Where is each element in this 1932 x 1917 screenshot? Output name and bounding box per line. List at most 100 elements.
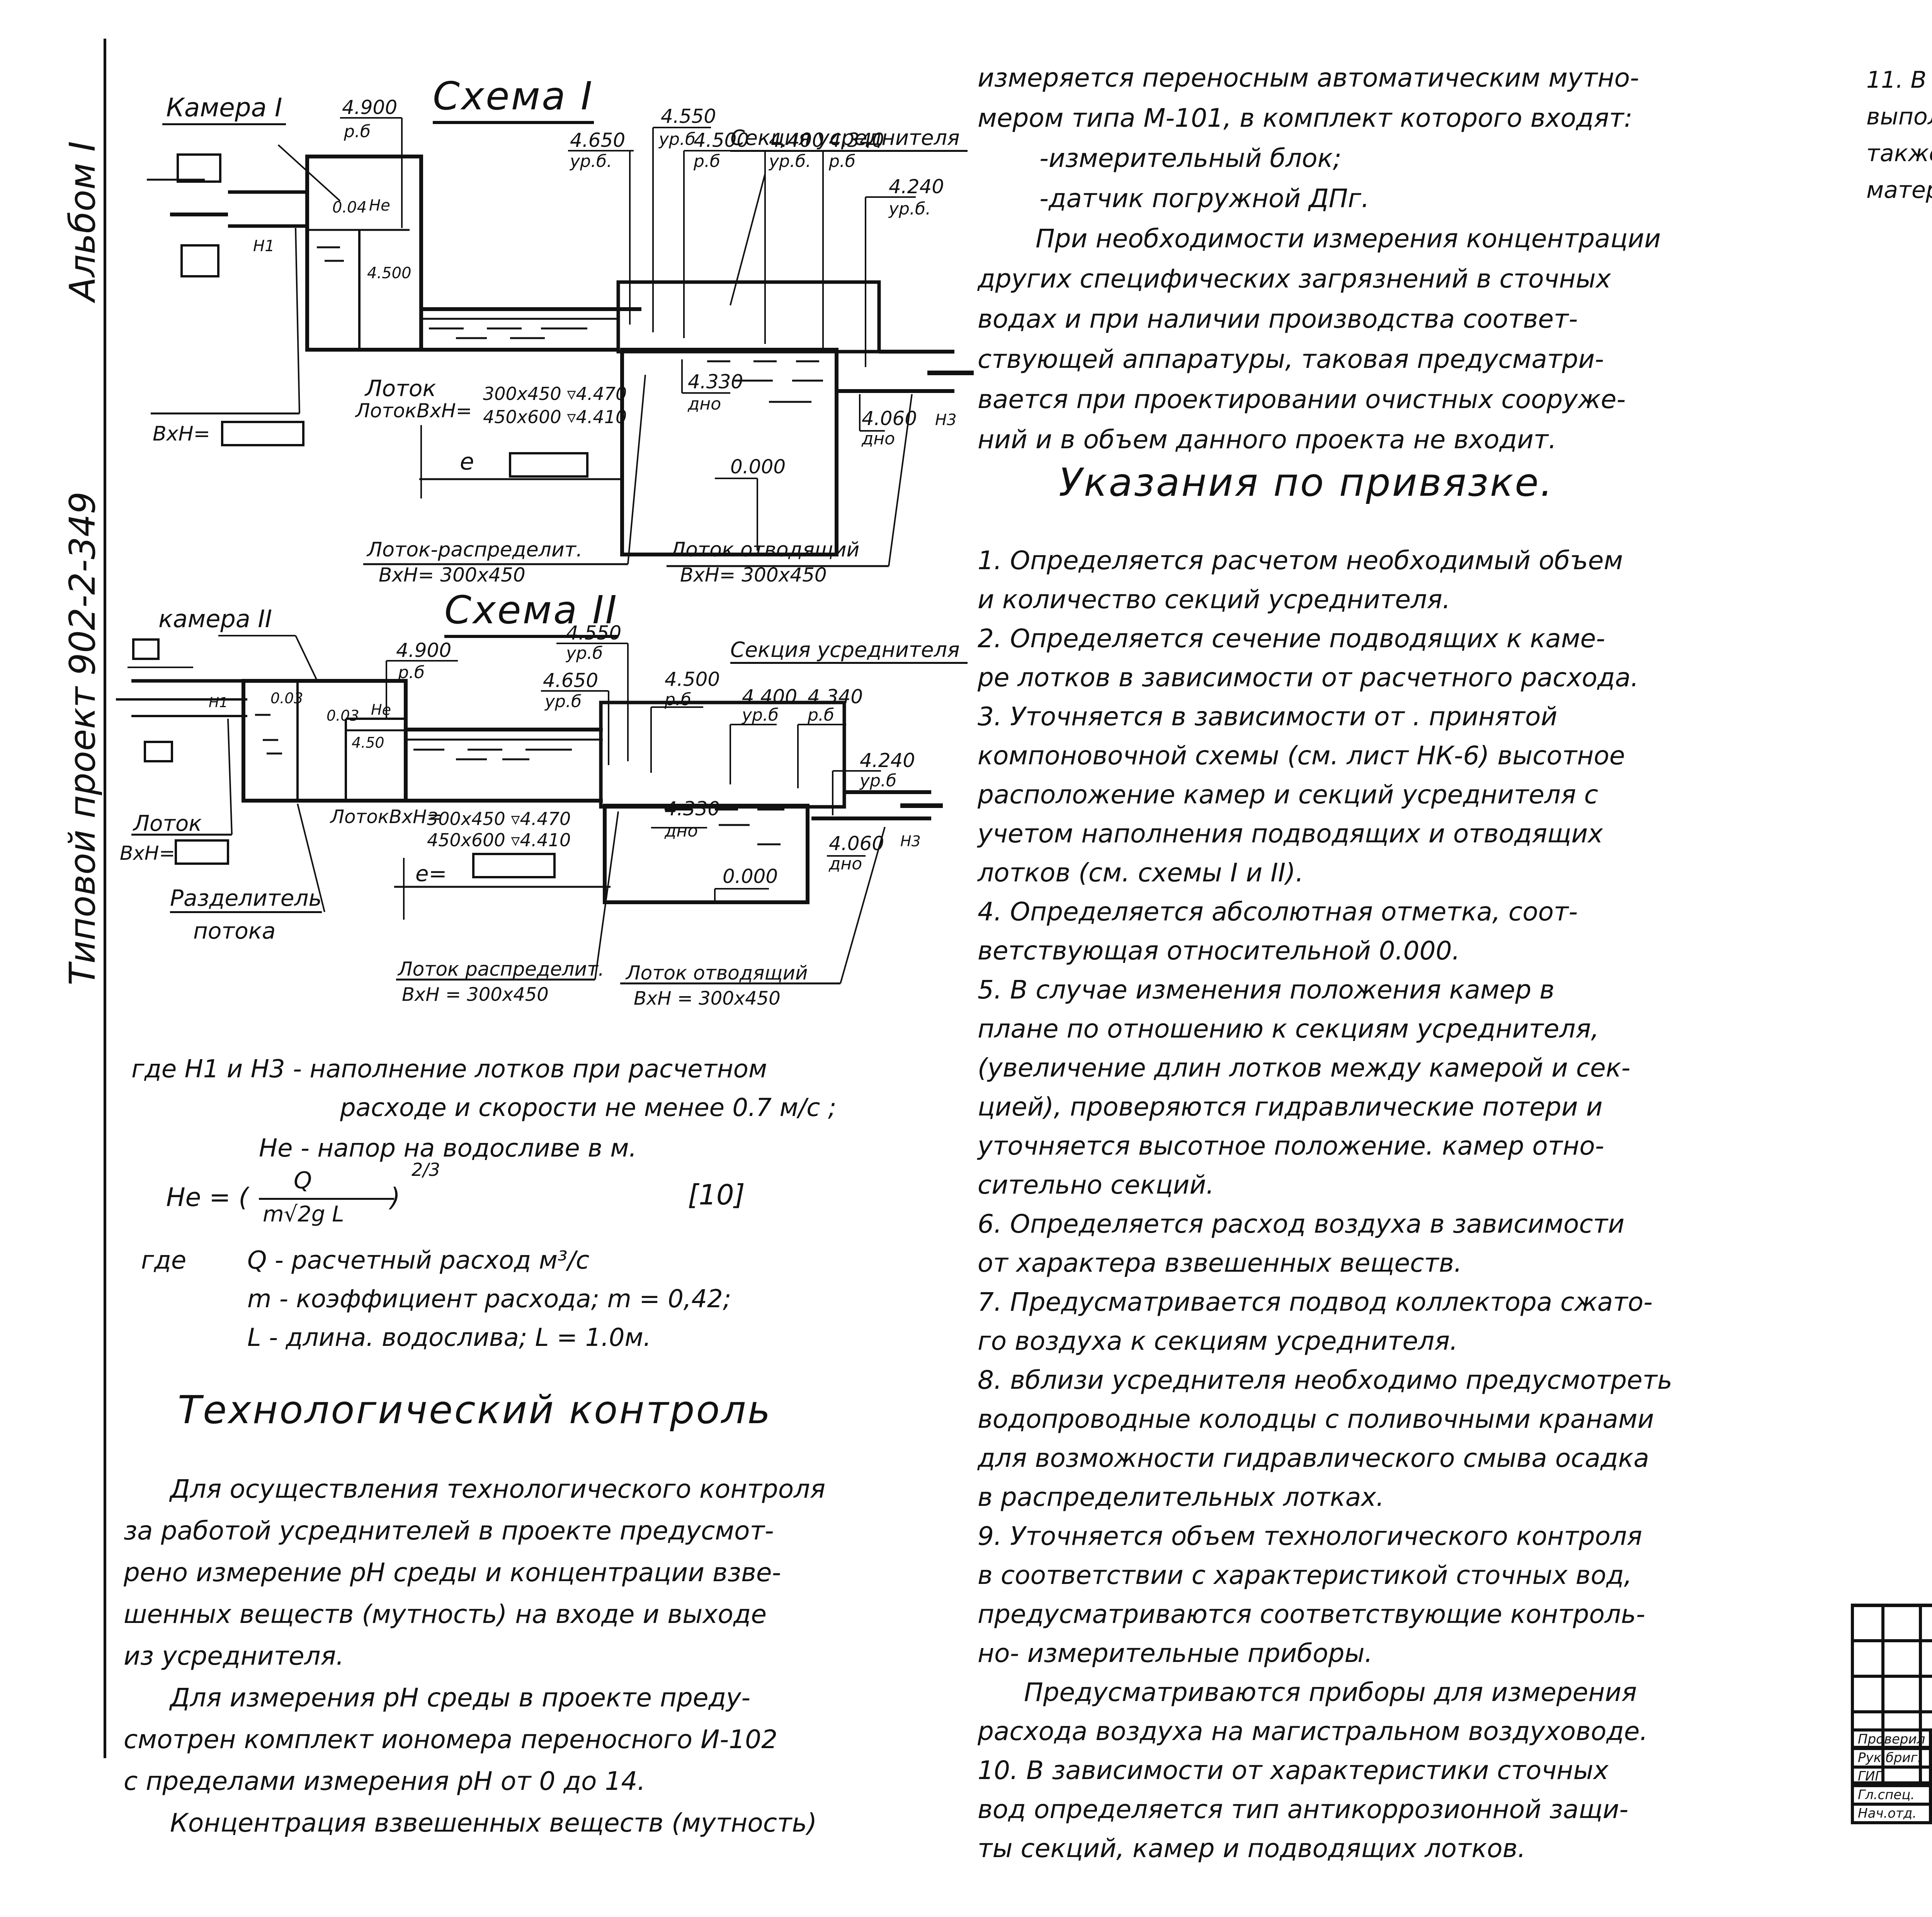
instruction-line: 8. вблизи усреднителя необходимо предусм… [978,1365,1673,1395]
formula-exponent: 2/3 [412,1159,440,1180]
formula-line-1: где Н1 и Н3 - наполнение лотков при расч… [131,1055,767,1084]
formula-rhs: ) [390,1182,400,1212]
formula-lhs: Не = ( [166,1182,249,1212]
scheme-2-divider-label-2: потока [193,918,276,944]
tech-control-text: Для осуществления технологического контр… [124,1468,825,1844]
middle-intro-line: -датчик погружной ДПг. [1039,184,1369,213]
svg-text:4.550: 4.550 [566,622,621,644]
svg-text:р.б: р.б [693,151,720,171]
svg-text:ВхН=: ВхН= [120,842,175,864]
svg-text:4.330: 4.330 [665,798,720,820]
instruction-line: цией), проверяются гидравлические потери… [978,1092,1603,1122]
middle-intro: измеряется переносным автоматическим мут… [978,58,1661,460]
svg-text:ур.б: ур.б [741,705,779,725]
instruction-line: от характера взвешенных веществ. [978,1248,1462,1278]
right-column-line: 11. В соответствии с принятым числом сек… [1866,66,1932,94]
instruction-line: вод определяется тип антикоррозионной за… [978,1795,1629,1824]
instruction-line: предусматриваются соответствующие контро… [978,1599,1645,1629]
signature-name: Мирончик [1929,1784,1932,1806]
scheme-2-title: Схема II [444,587,619,638]
middle-intro-line: ствующей аппаратуры, таковая предусматри… [978,344,1604,374]
svg-text:4.400: 4.400 [769,129,824,151]
svg-text:Н3: Н3 [935,411,957,429]
svg-text:4.900: 4.900 [396,639,451,662]
svg-text:дно: дно [828,854,862,874]
svg-text:4.400: 4.400 [742,685,797,708]
scheme-2-section-label: Секция усреднителя [730,638,968,664]
instruction-line: 2. Определяется сечение подводящих к кам… [978,624,1605,653]
svg-text:ВхН= 300х450: ВхН= 300х450 [379,564,526,586]
right-column-line: материалов. [1866,177,1932,204]
svg-text:4.240: 4.240 [889,175,944,198]
instruction-line: учетом наполнения подводящих и отводящих [978,819,1603,849]
right-column-line: также альбома III - ведомости потребност… [1866,140,1932,167]
middle-intro-line: мером типа М-101, в комплект которого вх… [978,103,1633,133]
formula-def-m: m - коэффициент расхода; m = 0,42; [247,1285,731,1313]
tech-control-line: шенных веществ (мутность) на входе и вых… [124,1599,767,1629]
svg-text:Н1: Н1 [209,695,228,711]
instruction-line: и количество секций усреднителя. [978,585,1451,614]
svg-text:Лоток: Лоток [364,375,436,401]
tech-control-line: из усреднителя. [124,1641,344,1671]
svg-text:0.03: 0.03 [327,707,359,724]
signature-row: Гл.спец. Мирончик Мир [1850,1784,1932,1806]
svg-text:Лоток отводящий: Лоток отводящий [670,538,859,561]
scheme-2-divider-label-1: Разделитель [170,885,322,913]
signature-row: ГИП Санникова Санн [1850,1766,1932,1787]
svg-text:300х450 ▿4.470: 300х450 ▿4.470 [483,383,627,404]
instruction-line: сительно секций. [978,1170,1214,1200]
instruction-line: ты секций, камер и подводящих лотков. [978,1834,1526,1863]
svg-text:4.240: 4.240 [860,749,915,772]
svg-text:р.б: р.б [398,663,425,682]
svg-text:Лоток: Лоток [133,811,202,836]
signature-role: ГИП [1850,1766,1932,1787]
instruction-line: 9. Уточняется объем технологического кон… [978,1521,1642,1551]
left-frame-line [104,39,106,1758]
instruction-line: для возможности гидравлического смыва ос… [978,1443,1649,1473]
instruction-line: уточняется высотное положение. камер отн… [978,1131,1604,1161]
svg-text:4.500: 4.500 [367,264,412,282]
tech-control-line: за работой усреднителей в проекте предус… [124,1516,774,1546]
instruction-line: расхода воздуха на магистральном воздухо… [978,1716,1648,1746]
formula-def-l: L - длина. водослива; L = 1.0м. [247,1323,651,1352]
tech-control-line: Для осуществления технологического контр… [170,1474,826,1504]
signature-name: Санникова [1929,1766,1932,1787]
svg-text:р.б: р.б [344,122,371,141]
instruction-line: расположение камер и секций усреднителя … [978,780,1599,810]
instruction-line: но- измерительные приборы. [978,1638,1373,1668]
tech-control-line: Концентрация взвешенных веществ (мутност… [170,1808,817,1838]
formula-where: где [141,1246,187,1275]
instruction-line: 3. Уточняется в зависимости от . принято… [978,702,1558,731]
right-column-line: выполняется привязка листов НК1, 6 ÷ 11 … [1866,103,1932,130]
middle-intro-line: водах и при наличии производства соответ… [978,304,1578,334]
svg-text:450х600 ▿4.410: 450х600 ▿4.410 [427,830,571,850]
middle-intro-line: При необходимости измерения концентрации [1036,224,1661,253]
svg-text:Лоток-распределит.: Лоток-распределит. [366,538,582,561]
middle-intro-line: других специфических загрязнений в сточн… [978,264,1611,294]
svg-text:е=: е= [415,861,447,886]
scheme-1-camera-label: Камера I [162,93,286,125]
svg-text:Не: Не [371,701,391,718]
tech-control-line: с пределами измерения рН от 0 до 14. [124,1766,646,1796]
svg-text:ур.б: ур.б [658,129,696,149]
signature-name: Свердлова [1929,1747,1932,1769]
signature-name: Соколова [1929,1728,1932,1750]
svg-text:ур.б.: ур.б. [768,151,811,171]
svg-text:4.060: 4.060 [829,832,884,855]
scheme-2-camera-label: камера II [158,605,272,633]
signature-role: Нач.отд. [1850,1803,1932,1824]
signature-role: Проверил [1850,1728,1932,1750]
svg-text:4.340: 4.340 [829,129,884,151]
instruction-line: 10. В зависимости от характеристики сточ… [978,1755,1609,1785]
svg-text:Н1: Н1 [253,237,275,255]
svg-text:ВхН= 300х450: ВхН= 300х450 [680,564,827,586]
svg-text:4.550: 4.550 [661,105,716,128]
scheme-1-section-label: Секция усреднителя [730,126,968,152]
middle-intro-line: ний и в объем данного проекта не входит. [978,425,1557,454]
formula-reference: [10] [688,1179,745,1211]
instruction-line: го воздуха к секциям усреднителя. [978,1326,1458,1356]
svg-text:Лоток распределит.: Лоток распределит. [397,958,604,980]
binding-instructions-list: 1. Определяется расчетом необходимый объ… [978,541,1672,1868]
svg-text:300х450 ▿4.470: 300х450 ▿4.470 [427,808,571,829]
